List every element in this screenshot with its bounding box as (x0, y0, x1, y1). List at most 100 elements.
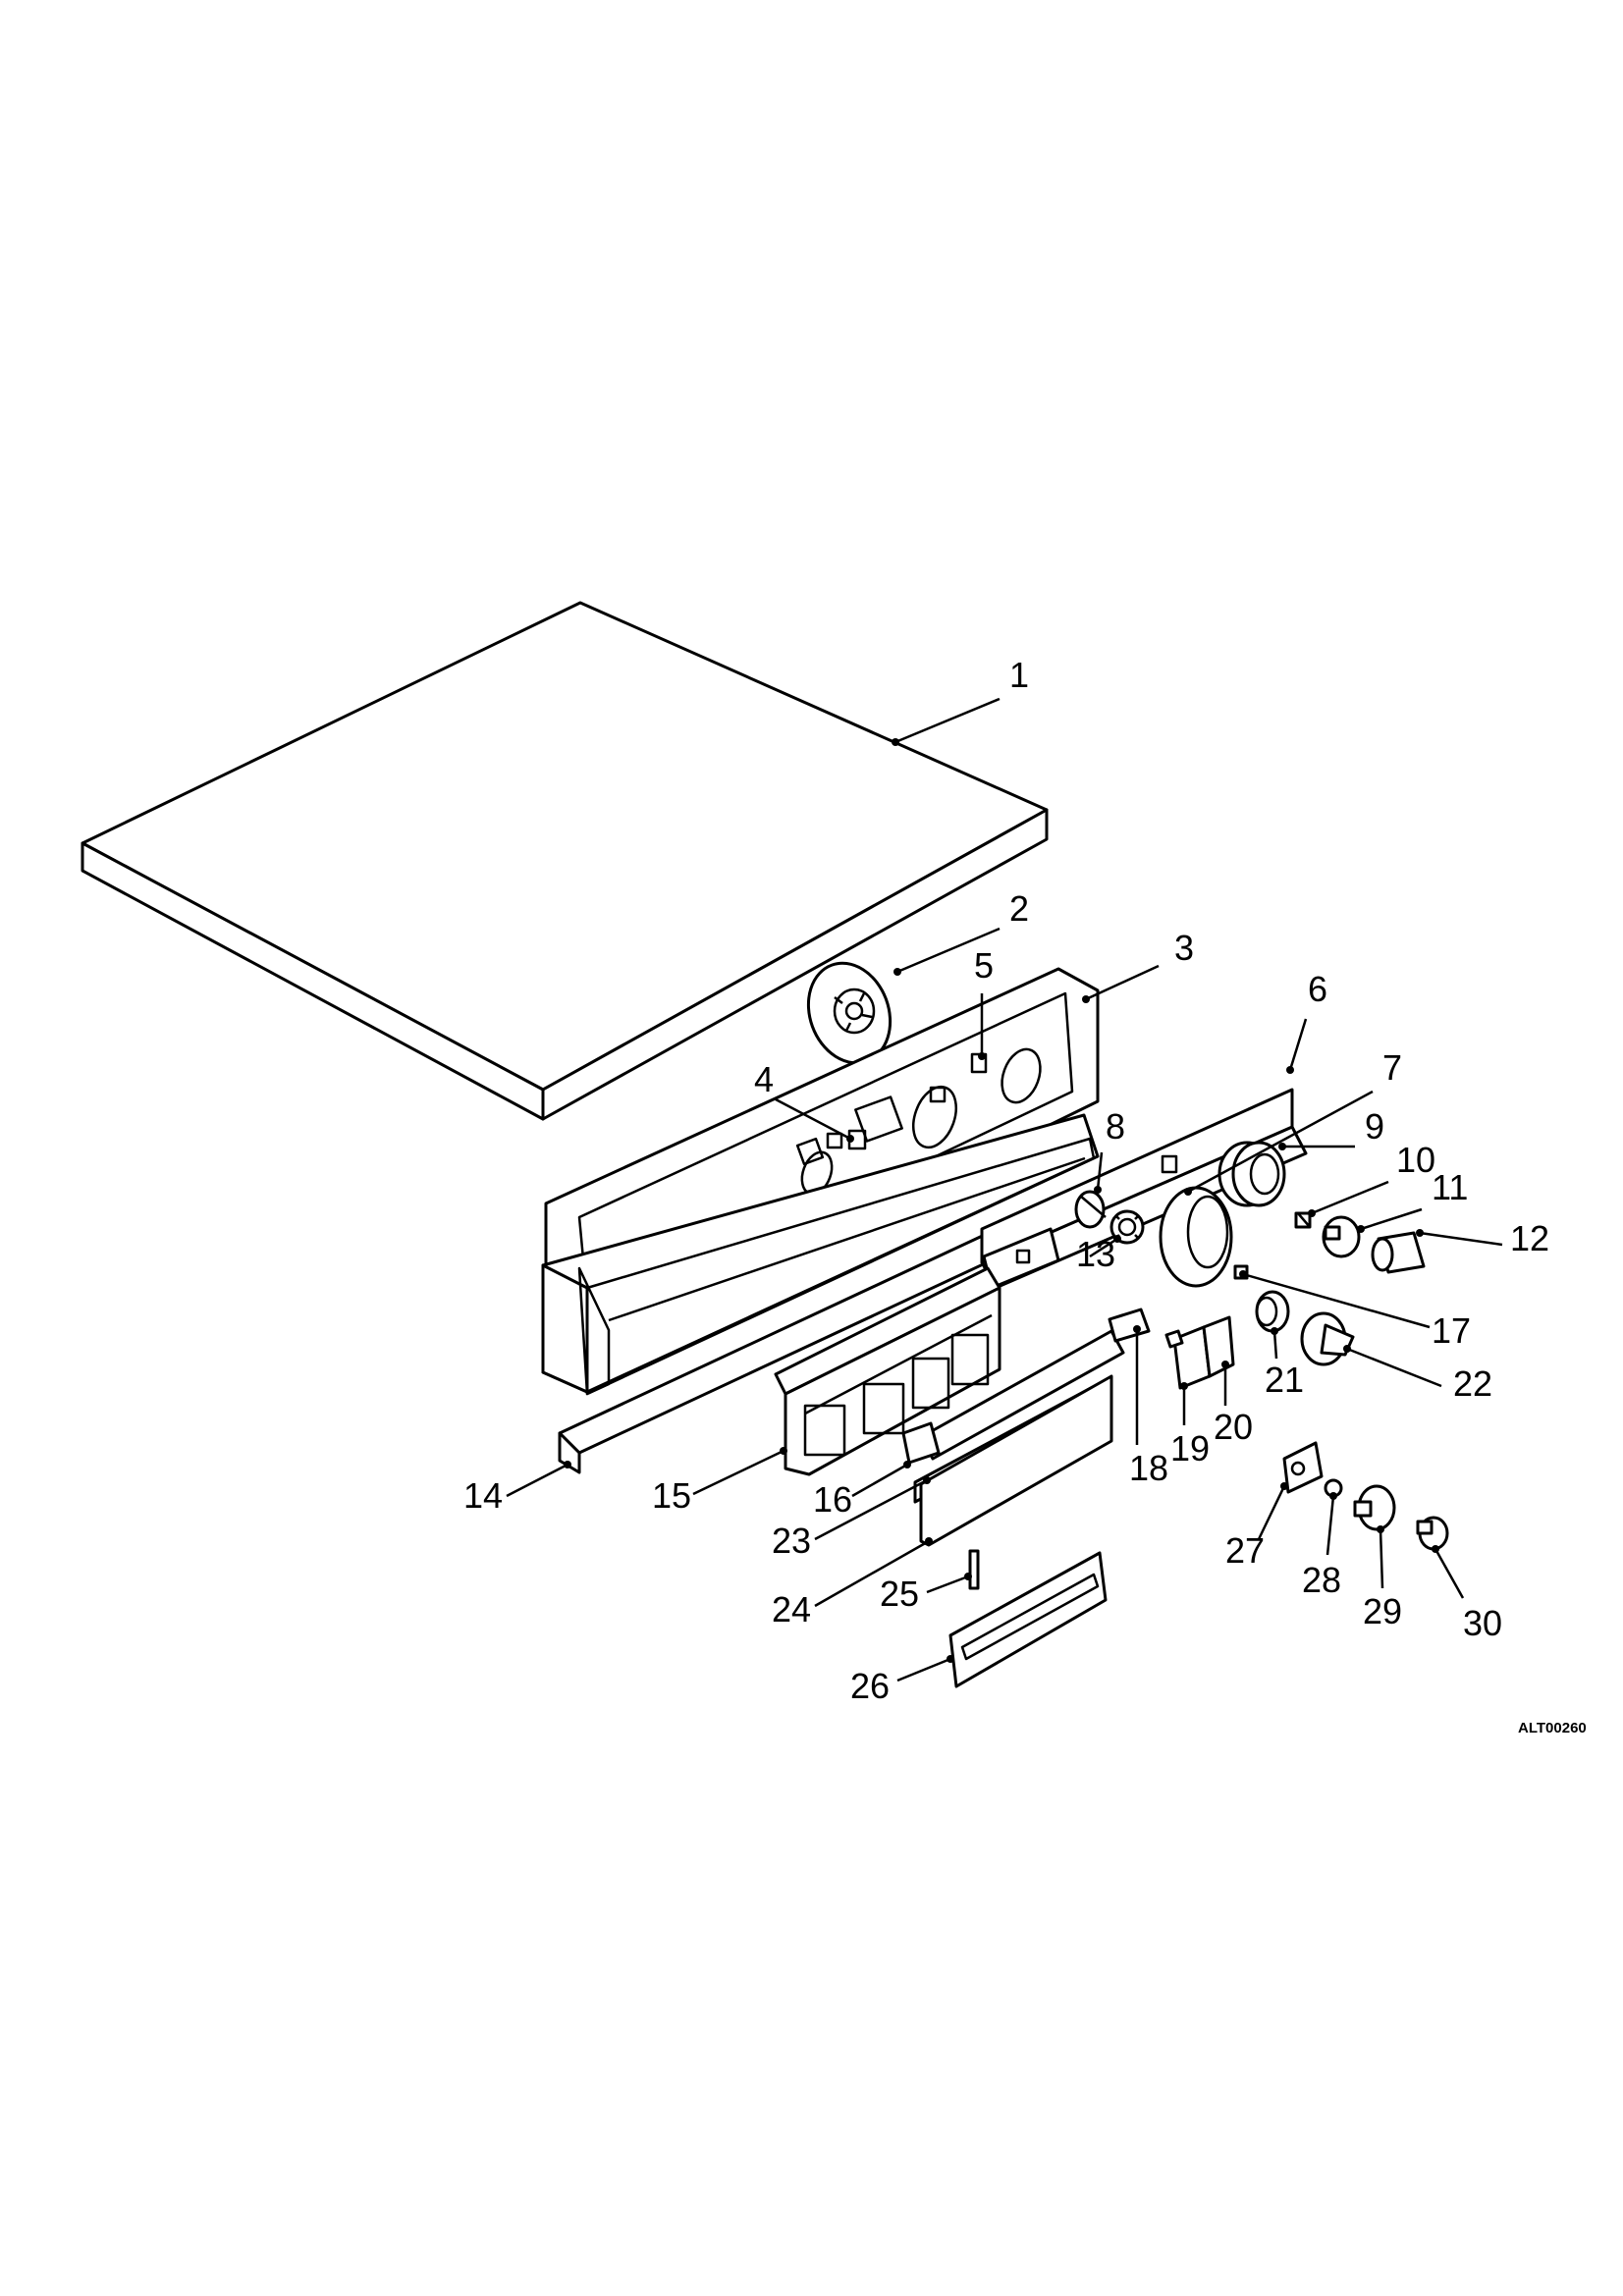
callout-19[interactable]: 19 (1170, 1428, 1210, 1468)
part-knob-cap-12[interactable] (1371, 1231, 1426, 1274)
part-timer-gear[interactable] (795, 951, 904, 1074)
part-knob-ring-9[interactable] (1217, 1141, 1286, 1207)
callout-30[interactable]: 30 (1463, 1603, 1502, 1643)
leader-line-8 (1096, 1151, 1104, 1191)
leader-dot-6 (1286, 1066, 1294, 1074)
part-switch-knob-21[interactable] (1255, 1290, 1290, 1333)
part-escutcheon-plate[interactable] (948, 1551, 1108, 1688)
callout-8[interactable]: 8 (1106, 1106, 1125, 1147)
part-button-housing[interactable] (774, 1266, 1001, 1476)
leader-line-30 (1434, 1548, 1465, 1599)
leader-dot-26 (947, 1655, 954, 1663)
part-control-knob-7[interactable] (1159, 1186, 1233, 1288)
leader-line-25 (926, 1575, 969, 1594)
leader-line-27 (1257, 1485, 1286, 1540)
leader-dot-27 (1280, 1482, 1288, 1490)
part-knob-22[interactable] (1300, 1311, 1355, 1366)
callout-9[interactable]: 9 (1365, 1106, 1384, 1147)
callout-5[interactable]: 5 (974, 945, 994, 986)
callout-21[interactable]: 21 (1265, 1360, 1304, 1400)
leader-line-11 (1360, 1207, 1423, 1231)
part-knob-small[interactable] (1074, 1190, 1107, 1229)
callout-25[interactable]: 25 (880, 1574, 919, 1614)
part-relay-19-20[interactable] (1164, 1315, 1235, 1390)
callout-23[interactable]: 23 (772, 1521, 811, 1561)
callout-7[interactable]: 7 (1382, 1047, 1402, 1088)
leader-line-14 (506, 1463, 568, 1498)
callout-14[interactable]: 14 (463, 1475, 503, 1516)
callout-10[interactable]: 10 (1396, 1140, 1435, 1180)
part-screw-10[interactable] (1294, 1211, 1312, 1229)
leader-dot-5 (978, 1052, 986, 1060)
leader-line-28 (1325, 1495, 1335, 1556)
callout-24[interactable]: 24 (772, 1589, 811, 1629)
leader-line-26 (896, 1657, 951, 1682)
callout-17[interactable]: 17 (1432, 1310, 1471, 1351)
leader-line-15 (692, 1449, 784, 1496)
leader-dot-21 (1271, 1327, 1278, 1335)
callout-29[interactable]: 29 (1363, 1591, 1402, 1631)
part-knob-30[interactable] (1416, 1516, 1449, 1551)
callout-16[interactable]: 16 (813, 1479, 852, 1520)
leader-dot-20 (1221, 1361, 1229, 1368)
leader-dot-7 (1184, 1188, 1192, 1196)
leader-dot-24 (925, 1537, 933, 1545)
leader-dot-18 (1133, 1325, 1141, 1333)
callout-20[interactable]: 20 (1214, 1407, 1253, 1447)
leader-line-6 (1288, 1018, 1308, 1071)
callout-1[interactable]: 1 (1009, 655, 1029, 695)
part-small-clip[interactable] (968, 1549, 980, 1590)
leader-line-12 (1419, 1231, 1503, 1247)
part-gear-13[interactable] (1109, 1209, 1145, 1245)
leader-dot-13 (1113, 1235, 1121, 1243)
leader-line-24 (814, 1539, 930, 1608)
leader-line-13 (1089, 1237, 1118, 1258)
callout-27[interactable]: 27 (1225, 1530, 1265, 1571)
callout-18[interactable]: 18 (1129, 1448, 1168, 1488)
leader-dot-1 (892, 738, 899, 746)
callout-2[interactable]: 2 (1009, 888, 1029, 929)
callout-11[interactable]: 11 (1432, 1167, 1468, 1207)
part-knob-29[interactable] (1353, 1484, 1396, 1531)
callout-22[interactable]: 22 (1453, 1363, 1492, 1404)
leader-line-16 (851, 1463, 908, 1498)
leader-dot-11 (1357, 1225, 1365, 1233)
leader-line-7 (1187, 1090, 1374, 1194)
leader-dot-28 (1329, 1492, 1337, 1500)
leader-dot-4 (846, 1135, 854, 1143)
callout-6[interactable]: 6 (1308, 969, 1327, 1009)
leader-dot-30 (1432, 1545, 1439, 1553)
callout-15[interactable]: 15 (652, 1475, 691, 1516)
part-switch-11[interactable] (1322, 1215, 1361, 1258)
leader-line-1 (894, 697, 1001, 744)
leader-line-23 (814, 1478, 928, 1541)
callout-28[interactable]: 28 (1302, 1560, 1341, 1600)
leader-line-2 (896, 927, 1001, 974)
leader-dot-17 (1239, 1270, 1247, 1278)
callout-26[interactable]: 26 (850, 1666, 890, 1706)
leader-line-29 (1379, 1528, 1384, 1589)
callout-12[interactable]: 12 (1510, 1218, 1549, 1258)
callout-3[interactable]: 3 (1174, 928, 1194, 968)
part-lens-cover[interactable] (901, 1329, 1125, 1547)
part-top-panel[interactable] (81, 601, 1049, 1121)
part-control-panel-body (541, 1113, 1100, 1396)
leader-line-17 (1242, 1272, 1431, 1329)
leader-dot-2 (893, 968, 901, 976)
callout-4[interactable]: 4 (754, 1059, 774, 1099)
leader-line-3 (1085, 964, 1160, 1001)
drawing-code: ALT00260 (1518, 1720, 1587, 1736)
leader-dot-8 (1094, 1186, 1102, 1194)
part-bracket-27[interactable] (1282, 1441, 1324, 1494)
leader-dot-15 (780, 1447, 787, 1455)
part-push-button-18[interactable] (1108, 1308, 1151, 1343)
leader-dot-22 (1343, 1345, 1351, 1353)
callout-leaders (506, 697, 1503, 1682)
leader-line-22 (1346, 1347, 1442, 1388)
leader-line-10 (1311, 1180, 1389, 1215)
callout-13[interactable]: 13 (1076, 1234, 1115, 1274)
leader-dot-3 (1082, 995, 1090, 1003)
leader-dot-12 (1416, 1229, 1424, 1237)
